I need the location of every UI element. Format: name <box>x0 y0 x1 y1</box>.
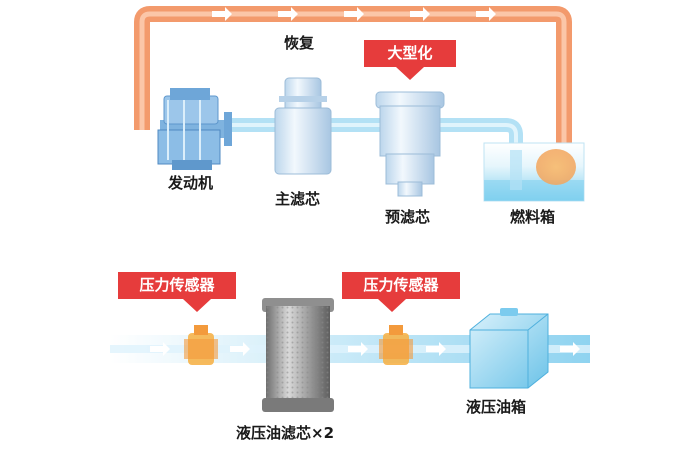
sensor-icon <box>184 325 218 365</box>
hydraulic-filter-icon <box>262 298 334 412</box>
main-filter-icon <box>274 77 332 175</box>
engine-label: 发动机 <box>168 174 214 192</box>
hydraulic-filter-label: 液压油滤芯×2 <box>236 424 335 442</box>
flow-arrow-icon <box>212 7 496 21</box>
hydraulic-tank-label: 液压油箱 <box>466 398 527 416</box>
supply-pipe <box>228 118 523 185</box>
callout-badge: 大型化 <box>364 40 456 67</box>
sensor-right-badge: 压力传感器 <box>342 272 460 299</box>
sensor-left-arrow-icon <box>183 299 211 312</box>
fuel-tank-label: 燃料箱 <box>510 208 556 226</box>
pre-filter-label: 预滤芯 <box>385 208 431 226</box>
callout-arrow-icon <box>396 67 424 80</box>
main-filter-label: 主滤芯 <box>275 190 321 208</box>
fuel-tank <box>483 142 585 202</box>
sensor-right-arrow-icon <box>378 299 406 312</box>
recovery-label: 恢复 <box>284 34 315 52</box>
hydraulic-tank-icon <box>469 308 549 389</box>
engine-icon <box>157 88 232 170</box>
sensor-left-badge: 压力传感器 <box>118 272 236 299</box>
pre-filter-icon <box>375 91 445 197</box>
flow-arrow-icon <box>150 342 580 356</box>
sensor-icon <box>379 325 413 365</box>
